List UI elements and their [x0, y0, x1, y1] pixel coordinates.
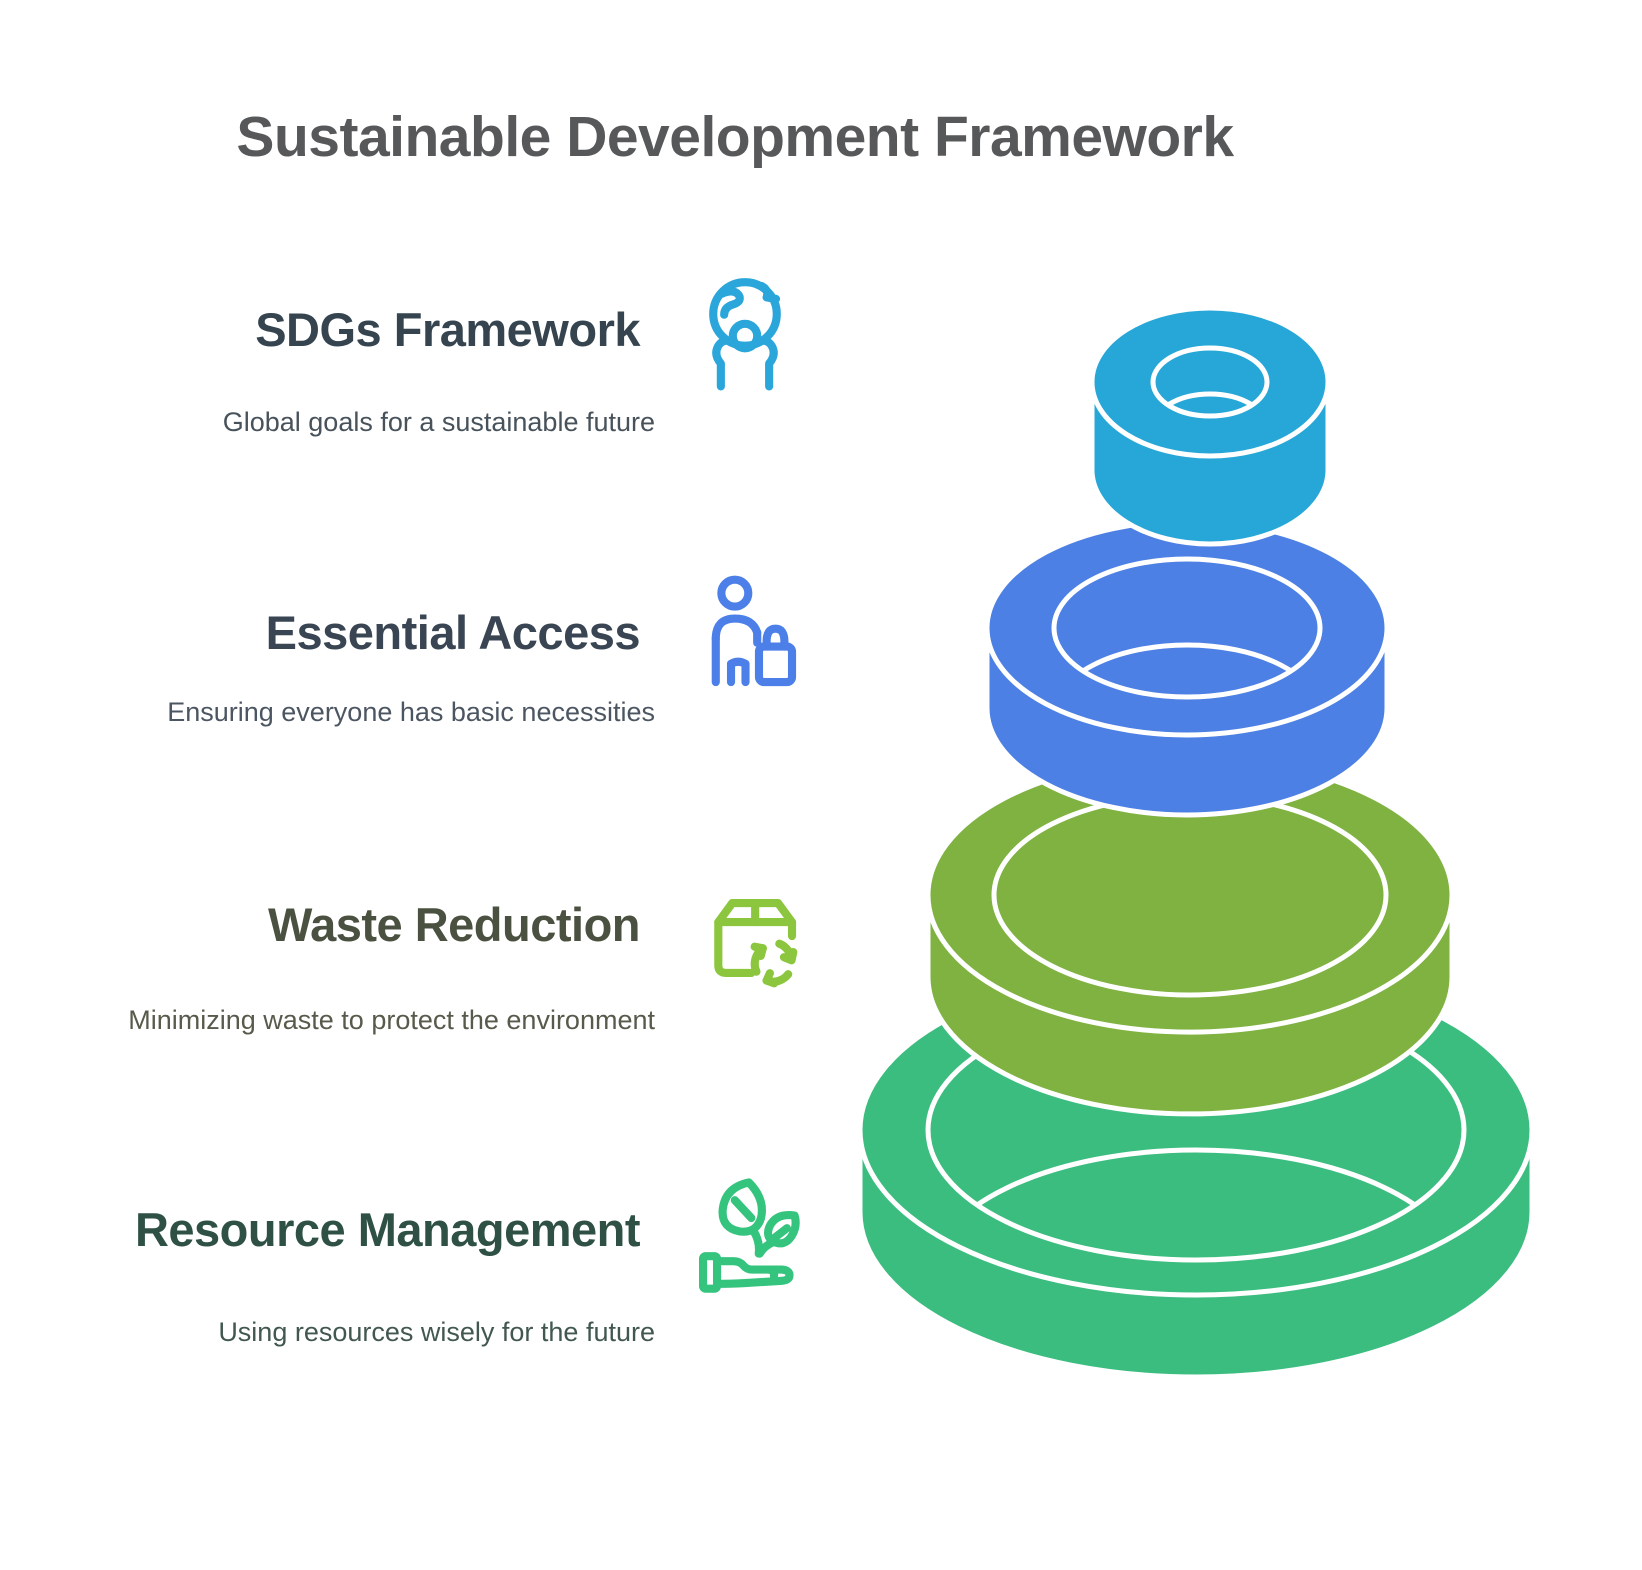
section-description-waste-reduction: Minimizing waste to protect the environm…: [128, 1005, 655, 1035]
section-title-sdgs-framework: SDGs Framework: [255, 303, 640, 356]
page-title: Sustainable Development Framework: [236, 105, 1234, 169]
person-shopping-bag-icon: [684, 569, 806, 691]
ring-waste-reduction: [925, 755, 1455, 1117]
hand-plant-icon: [684, 1171, 806, 1293]
section-description-sdgs-framework: Global goals for a sustainable future: [222, 407, 655, 437]
section-title-essential-access: Essential Access: [265, 606, 641, 659]
section-description-essential-access: Ensuring everyone has basic necessities: [167, 697, 655, 727]
globe-in-hands-icon: [684, 272, 806, 394]
ring-essential-access: [984, 518, 1390, 818]
section-title-waste-reduction: Waste Reduction: [267, 898, 641, 951]
section-title-resource-management: Resource Management: [134, 1203, 641, 1256]
box-recycle-icon: [684, 870, 806, 992]
ring-resource-management: [857, 962, 1535, 1380]
section-description-resource-management: Using resources wisely for the future: [218, 1317, 655, 1347]
ring-sdgs-framework: [1089, 305, 1331, 547]
